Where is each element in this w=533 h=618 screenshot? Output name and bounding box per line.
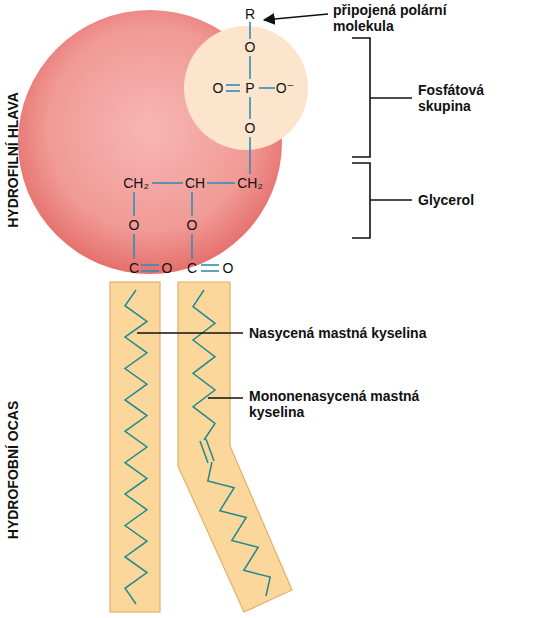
atom-label: O — [245, 40, 256, 54]
part-label: Fosfátová skupina — [418, 82, 508, 114]
atom-label: O — [129, 218, 140, 232]
atom-label: O — [213, 81, 224, 95]
atom-label: O — [187, 218, 198, 232]
carbon-chain — [193, 290, 215, 440]
leader-line — [137, 332, 243, 334]
leader-arrow — [264, 14, 328, 20]
part-label: Glycerol — [418, 192, 508, 208]
carbon-chains — [125, 290, 270, 604]
atom-label: P — [245, 81, 254, 95]
brackets — [352, 38, 412, 238]
part-label: Mononenasycená mastná kyselina — [249, 388, 449, 420]
atom-label: O — [162, 261, 173, 275]
phosphate-region — [184, 26, 308, 150]
leader-line — [208, 397, 243, 399]
atom-label: O — [223, 261, 234, 275]
atom-label: R — [245, 7, 255, 21]
carbon-chain — [208, 462, 270, 596]
chemical-bonds — [134, 22, 275, 271]
group-label: CH — [185, 176, 205, 190]
group-label: CH₂ — [123, 176, 149, 190]
atom-label: O⁻ — [276, 81, 294, 95]
atom-label: C — [187, 261, 197, 275]
part-label: připojená polární molekula — [333, 2, 463, 34]
group-label: CH₂ — [237, 176, 263, 190]
double-bond — [206, 439, 214, 461]
saturated-tail — [110, 282, 160, 612]
double-bond — [200, 441, 208, 463]
carbon-chain — [125, 290, 147, 604]
part-label: Nasycená mastná kyselina — [249, 325, 499, 341]
atom-label: C — [129, 261, 139, 275]
region-label: HYDROFILNÍ HLAVA — [5, 92, 21, 228]
region-label: HYDROFOBNÍ OCAS — [5, 401, 21, 539]
atom-label: O — [245, 121, 256, 135]
